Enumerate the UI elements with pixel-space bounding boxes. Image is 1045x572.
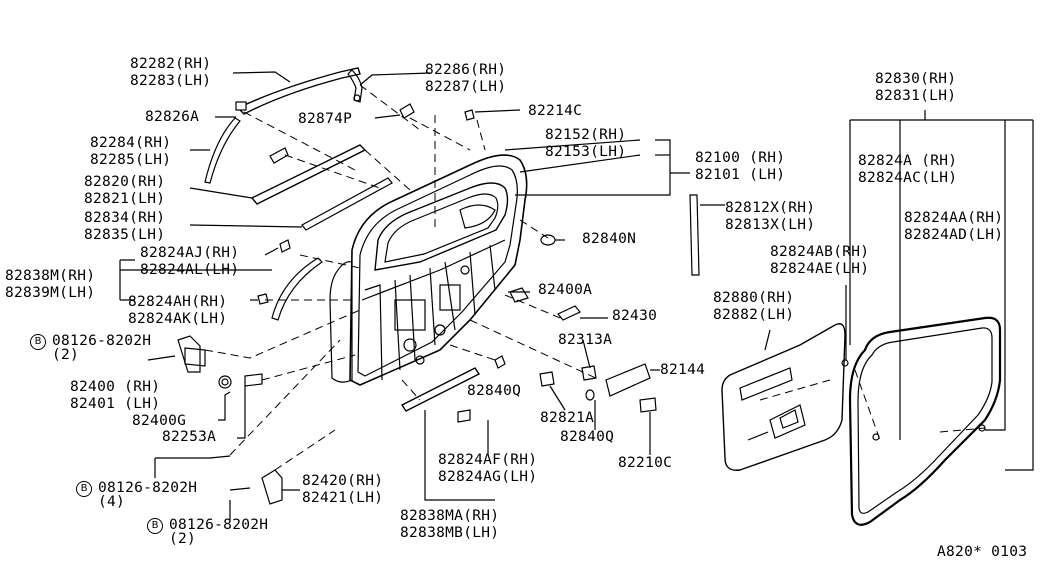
label-82282: 82282(RH) xyxy=(130,56,212,72)
door-weatherstrip xyxy=(848,316,1002,526)
label-82821: 82821(LH) xyxy=(84,191,166,207)
label-82824ab: 82824AB(RH) xyxy=(770,244,870,260)
label-82824ae: 82824AE(LH) xyxy=(770,261,870,277)
label-82824al: 82824AL(LH) xyxy=(140,262,240,278)
label-82401: 82401 (LH) xyxy=(70,396,161,412)
label-82824aj: 82824AJ(RH) xyxy=(140,245,240,261)
door-trim-panel xyxy=(721,323,849,471)
label-82831: 82831(LH) xyxy=(875,88,957,104)
label-82214c: 82214C xyxy=(528,103,583,119)
label-82400a: 82400A xyxy=(538,282,593,298)
label-08126-b: 08126-8202H xyxy=(98,480,198,496)
label-82824a: 82824A (RH) xyxy=(858,153,958,169)
label-82400g: 82400G xyxy=(132,413,187,429)
window-moldings xyxy=(204,67,700,321)
label-82285: 82285(LH) xyxy=(90,152,172,168)
label-82824ac: 82824AC(LH) xyxy=(858,170,958,186)
hinges-fasteners xyxy=(147,335,657,505)
label-82824ak: 82824AK(LH) xyxy=(128,311,228,327)
label-82287: 82287(LH) xyxy=(425,79,507,95)
bolt-symbol: B xyxy=(147,518,163,534)
label-82420: 82420(RH) xyxy=(302,473,384,489)
label-82286: 82286(RH) xyxy=(425,62,507,78)
rear-door-panel xyxy=(329,154,528,386)
bolt-symbol: B xyxy=(76,481,92,497)
label-82821a: 82821A xyxy=(540,410,595,426)
label-82840q-a: 82840Q xyxy=(467,383,522,399)
label-82210c: 82210C xyxy=(618,455,673,471)
label-82430: 82430 xyxy=(612,308,658,324)
label-82834: 82834(RH) xyxy=(84,210,166,226)
label-82153: 82153(LH) xyxy=(545,144,627,160)
label-82824ad: 82824AD(LH) xyxy=(904,227,1004,243)
label-82820: 82820(RH) xyxy=(84,174,166,190)
label-82100: 82100 (RH) xyxy=(695,150,786,166)
label-82838m: 82838M(RH) xyxy=(5,268,96,284)
label-82880: 82880(RH) xyxy=(713,290,795,306)
label-82826a: 82826A xyxy=(145,109,200,125)
label-82830: 82830(RH) xyxy=(875,71,957,87)
label-82144: 82144 xyxy=(660,362,706,378)
label-08126-c-qty: (2) xyxy=(169,531,197,547)
leader-lines xyxy=(119,71,1034,520)
label-82313a: 82313A xyxy=(558,332,613,348)
dashed-guides xyxy=(204,84,986,471)
label-82835: 82835(LH) xyxy=(84,227,166,243)
label-82400: 82400 (RH) xyxy=(70,379,161,395)
label-82813x: 82813X(LH) xyxy=(725,217,816,233)
label-82253a: 82253A xyxy=(162,429,217,445)
label-82421: 82421(LH) xyxy=(302,490,384,506)
label-82838mb: 82838MB(LH) xyxy=(400,525,500,541)
label-82101: 82101 (LH) xyxy=(695,167,786,183)
label-82824aa: 82824AA(RH) xyxy=(904,210,1004,226)
label-82812x: 82812X(RH) xyxy=(725,200,816,216)
label-82284: 82284(RH) xyxy=(90,135,172,151)
label-08126-b-qty: (4) xyxy=(98,494,126,510)
label-08126-a-qty: (2) xyxy=(52,347,80,363)
bolt-symbol: B xyxy=(30,334,46,350)
label-82824af: 82824AF(RH) xyxy=(438,452,538,468)
label-82840q-b: 82840Q xyxy=(560,429,615,445)
label-08126-c: 08126-8202H xyxy=(169,517,269,533)
label-82152: 82152(RH) xyxy=(545,127,627,143)
label-82283: 82283(LH) xyxy=(130,73,212,89)
label-82838ma: 82838MA(RH) xyxy=(400,508,500,524)
label-82824ah: 82824AH(RH) xyxy=(128,294,228,310)
label-82839m: 82839M(LH) xyxy=(5,285,96,301)
label-82874p: 82874P xyxy=(298,111,353,127)
label-82824ag: 82824AG(LH) xyxy=(438,469,538,485)
diagram-code: A820* 0103 xyxy=(937,544,1028,560)
label-82840n: 82840N xyxy=(582,231,637,247)
label-82882: 82882(LH) xyxy=(713,307,795,323)
label-08126-a: 08126-8202H xyxy=(52,333,152,349)
